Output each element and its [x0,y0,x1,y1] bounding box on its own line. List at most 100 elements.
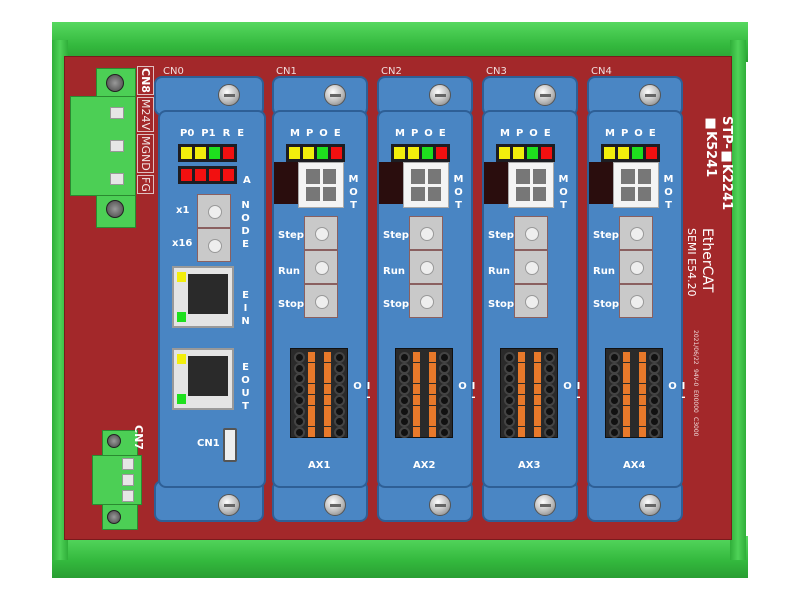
release-lever[interactable] [623,373,630,384]
release-lever[interactable] [308,373,315,384]
release-lever[interactable] [639,394,646,405]
io-terminal-block[interactable] [605,348,663,438]
release-lever[interactable] [534,373,541,384]
release-lever[interactable] [324,362,331,373]
release-lever[interactable] [413,352,420,362]
release-lever[interactable] [324,373,331,384]
release-lever[interactable] [308,416,315,427]
release-lever[interactable] [518,394,525,405]
release-lever[interactable] [413,384,420,395]
release-lever[interactable] [413,362,420,373]
release-lever[interactable] [623,405,630,416]
release-lever[interactable] [429,373,436,384]
release-lever[interactable] [413,416,420,427]
run-button[interactable] [514,250,548,284]
release-lever[interactable] [518,426,525,437]
release-lever[interactable] [308,405,315,416]
step-button[interactable] [619,216,653,250]
step-button[interactable] [514,216,548,250]
release-lever[interactable] [534,362,541,373]
release-lever[interactable] [324,426,331,437]
release-lever[interactable] [623,384,630,395]
release-lever[interactable] [518,373,525,384]
wire-slot[interactable] [110,107,124,119]
release-lever[interactable] [639,416,646,427]
release-lever[interactable] [324,384,331,395]
release-lever[interactable] [518,384,525,395]
stop-button[interactable] [304,284,338,318]
wire-slot[interactable] [122,458,134,470]
stop-button[interactable] [409,284,443,318]
release-lever[interactable] [534,394,541,405]
wire-slot[interactable] [110,173,124,185]
status-led [513,147,524,159]
io-terminal-block[interactable] [290,348,348,438]
release-lever[interactable] [518,352,525,362]
release-lever[interactable] [623,426,630,437]
wire-hole [649,352,660,363]
release-lever[interactable] [429,362,436,373]
release-lever[interactable] [639,405,646,416]
motor-connector[interactable] [403,162,449,208]
release-lever[interactable] [639,362,646,373]
release-lever[interactable] [324,416,331,427]
release-lever[interactable] [639,384,646,395]
release-lever[interactable] [308,352,315,362]
release-lever[interactable] [308,362,315,373]
ethercat-out-port[interactable] [172,348,234,410]
release-lever[interactable] [639,426,646,437]
io-terminal-block[interactable] [395,348,453,438]
wire-slot[interactable] [122,474,134,486]
run-button[interactable] [409,250,443,284]
release-lever[interactable] [623,394,630,405]
release-lever[interactable] [623,362,630,373]
run-button[interactable] [304,250,338,284]
release-lever[interactable] [324,405,331,416]
release-lever[interactable] [324,394,331,405]
release-lever[interactable] [429,394,436,405]
status-led [289,147,300,159]
release-lever[interactable] [429,426,436,437]
release-lever[interactable] [534,352,541,362]
run-button[interactable] [619,250,653,284]
wire-hole [609,394,620,406]
release-lever[interactable] [429,352,436,362]
release-lever[interactable] [518,416,525,427]
release-lever[interactable] [534,405,541,416]
step-button[interactable] [304,216,338,250]
release-lever[interactable] [534,426,541,437]
wire-slot[interactable] [122,490,134,502]
usb-port[interactable] [223,428,237,462]
release-lever[interactable] [308,426,315,437]
release-lever[interactable] [534,384,541,395]
release-lever[interactable] [623,352,630,362]
release-lever[interactable] [639,373,646,384]
stop-button[interactable] [514,284,548,318]
release-lever[interactable] [429,384,436,395]
step-button[interactable] [409,216,443,250]
release-lever[interactable] [639,352,646,362]
node-x16-rotary-switch[interactable] [197,228,231,262]
release-lever[interactable] [518,362,525,373]
motor-connector[interactable] [613,162,659,208]
release-lever[interactable] [429,416,436,427]
release-lever[interactable] [623,416,630,427]
release-lever[interactable] [413,394,420,405]
release-lever[interactable] [413,426,420,437]
motor-connector[interactable] [508,162,554,208]
release-lever[interactable] [534,416,541,427]
motor-connector[interactable] [298,162,344,208]
release-lever[interactable] [518,405,525,416]
release-lever[interactable] [324,352,331,362]
release-lever[interactable] [308,394,315,405]
release-lever[interactable] [413,373,420,384]
wire-slot[interactable] [110,140,124,152]
release-lever[interactable] [308,384,315,395]
release-lever[interactable] [429,405,436,416]
led-label: M [500,128,510,139]
node-x1-rotary-switch[interactable] [197,194,231,228]
ethercat-in-port[interactable] [172,266,234,328]
release-lever[interactable] [413,405,420,416]
io-terminal-block[interactable] [500,348,558,438]
stop-button[interactable] [619,284,653,318]
